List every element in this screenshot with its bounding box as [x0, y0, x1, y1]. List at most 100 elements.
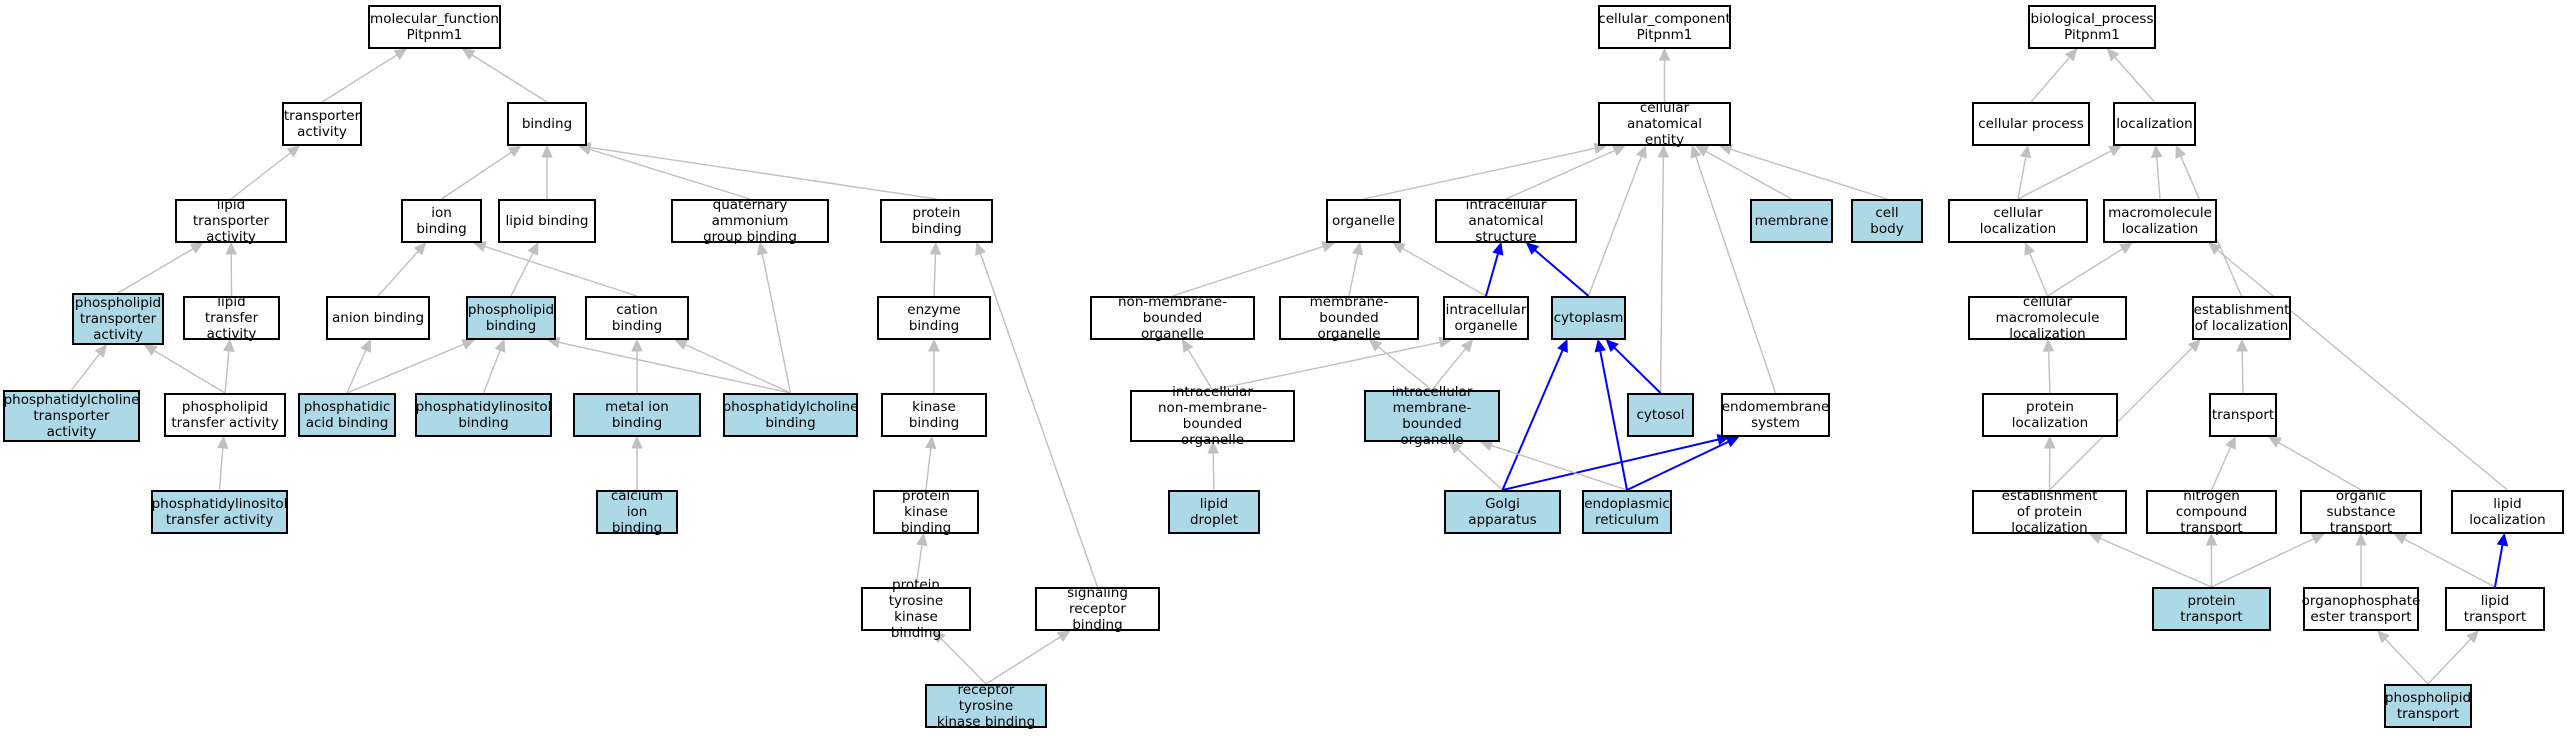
go-node-organophosphate-ester-transport[interactable]: organophosphate ester transport	[2302, 587, 2420, 631]
go-node-phosphatidylinositol-transfer-activity[interactable]: phosphatidylinositol transfer activity	[151, 490, 288, 534]
edge-pi_transfer_activity-to-phospholipid_transfer_activity	[216, 435, 229, 491]
go-node-protein-localization[interactable]: protein localization	[1982, 393, 2118, 437]
edge-cytoplasm-to-ias	[1525, 242, 1590, 297]
edge-est_protein_localization-to-establishment_localization	[2049, 339, 2201, 491]
edge-lipid_droplet-to-inmbo	[1207, 440, 1219, 491]
go-node-cellular-anatomical-entity[interactable]: cellular anatomical entity	[1598, 100, 1731, 148]
go-node-enzyme-binding[interactable]: enzyme binding	[877, 296, 991, 340]
edge-ptk_binding-to-protein_kinase_binding	[915, 532, 928, 588]
go-node-phosphatidic-acid-binding[interactable]: phosphatidic acid binding	[298, 393, 396, 437]
edge-anion_binding-to-ion_binding	[377, 242, 427, 297]
edge-cae-to-cc_root	[1658, 47, 1671, 102]
edge-cytosol-to-cae	[1657, 144, 1670, 394]
go-node-phospholipid-transporter-activity[interactable]: phospholipid transporter activity	[72, 293, 164, 345]
go-node-protein-tyrosine-kinase-binding[interactable]: protein tyrosine kinase binding	[861, 577, 971, 641]
go-node-molecular-function-root[interactable]: molecular_function Pitpnm1	[368, 5, 501, 49]
go-node-cellular-macromolecule-localization[interactable]: cellular macromolecule localization	[1968, 294, 2127, 342]
edge-golgi-to-endomembrane	[1502, 433, 1731, 491]
go-node-signaling-receptor-binding[interactable]: signaling receptor binding	[1035, 585, 1160, 633]
edge-pc_binding-to-phospholipid_binding	[546, 336, 791, 394]
edge-cytoplasm-to-cae	[1587, 144, 1647, 297]
edge-pc_binding-to-quaternary_ammonium	[756, 241, 792, 394]
go-node-lipid-transporter-activity[interactable]: lipid transporter activity	[175, 197, 287, 245]
go-node-cytoplasm[interactable]: cytoplasm	[1551, 296, 1626, 340]
go-node-lipid-transfer-activity[interactable]: lipid transfer activity	[183, 294, 280, 342]
go-node-phosphatidylcholine-transporter-activity[interactable]: phosphatidylcholine transporter activity	[3, 390, 140, 442]
edge-cytosol-to-cytoplasm	[1605, 339, 1662, 394]
go-node-golgi-apparatus[interactable]: Golgi apparatus	[1444, 490, 1561, 534]
edge-protein_transport-to-nitrogen_compound_transport	[2205, 532, 2218, 587]
go-node-receptor-tyrosine-kinase-binding[interactable]: receptor tyrosine kinase binding	[925, 682, 1047, 730]
go-node-cytosol[interactable]: cytosol	[1627, 393, 1694, 437]
go-node-organic-substance-transport[interactable]: organic substance transport	[2300, 488, 2422, 536]
go-node-cellular-component-root[interactable]: cellular_component Pitpnm1	[1598, 5, 1731, 49]
go-node-ion-binding[interactable]: ion binding	[401, 199, 482, 243]
go-node-organelle[interactable]: organelle	[1326, 199, 1401, 243]
edge-imbo-to-mbo	[1368, 339, 1433, 391]
go-node-kinase-binding[interactable]: kinase binding	[881, 393, 987, 437]
edge-organophosphate_ester_transport-to-organic_substance_transport	[2355, 532, 2367, 587]
go-node-cellular-process[interactable]: cellular process	[1972, 102, 2090, 146]
edge-est_protein_localization-to-protein_localization	[2044, 435, 2056, 491]
go-node-phosphatidylcholine-binding[interactable]: phosphatidylcholine binding	[723, 393, 858, 437]
go-node-localization[interactable]: localization	[2113, 102, 2196, 146]
go-node-cation-binding[interactable]: cation binding	[585, 296, 689, 340]
edge-golgi-to-cytoplasm	[1501, 338, 1568, 491]
go-node-phospholipid-transfer-activity[interactable]: phospholipid transfer activity	[164, 393, 286, 437]
go-node-intracellular-non-membrane-bounded-organelle[interactable]: intracellular non-membrane-bounded organ…	[1130, 384, 1295, 448]
go-node-biological-process-root[interactable]: biological_process Pitpnm1	[2028, 5, 2156, 49]
go-node-lipid-binding[interactable]: lipid binding	[498, 199, 596, 243]
edge-protein_transport-to-est_protein_localization	[2088, 533, 2212, 588]
go-node-intracellular-membrane-bounded-organelle[interactable]: intracellular membrane-bounded organelle	[1364, 384, 1500, 448]
edge-lipid_transporter_activity-to-transporter_activity	[230, 145, 301, 200]
go-node-lipid-localization[interactable]: lipid localization	[2451, 490, 2564, 534]
go-node-establishment-of-protein-localization[interactable]: establishment of protein localization	[1972, 488, 2127, 536]
edge-phosphatidic_acid_binding-to-phospholipid_binding	[346, 339, 476, 394]
edge-endomembrane-to-cae	[1690, 144, 1777, 394]
go-node-phosphatidylinositol-binding[interactable]: phosphatidylinositol binding	[415, 393, 552, 437]
go-node-nitrogen-compound-transport[interactable]: nitrogen compound transport	[2146, 488, 2277, 536]
edge-membrane-to-cae	[1695, 145, 1792, 200]
go-node-protein-binding[interactable]: protein binding	[880, 199, 993, 243]
edge-nmbo-to-organelle	[1172, 241, 1336, 297]
go-node-non-membrane-bounded-organelle[interactable]: non-membrane-bounded organelle	[1090, 294, 1255, 342]
go-node-metal-ion-binding[interactable]: metal ion binding	[573, 393, 701, 437]
go-node-intracellular-anatomical-structure[interactable]: intracellular anatomical structure	[1435, 197, 1577, 245]
edge-er-to-cytoplasm	[1594, 338, 1628, 491]
go-node-transporter-activity[interactable]: transporter activity	[282, 102, 362, 146]
go-node-protein-transport[interactable]: protein transport	[2152, 587, 2271, 631]
edge-localization-to-bp_root	[2106, 48, 2156, 103]
go-node-quaternary-ammonium-group-binding[interactable]: quaternary ammonium group binding	[671, 197, 829, 245]
go-node-binding[interactable]: binding	[507, 102, 587, 146]
edge-lipid_binding-to-binding	[541, 144, 553, 199]
edge-transporter_activity-to-mf_root	[321, 48, 408, 103]
go-node-phospholipid-transport[interactable]: phospholipid transport	[2384, 684, 2472, 728]
edge-metal_ion_binding-to-cation_binding	[631, 338, 643, 393]
go-node-intracellular-organelle[interactable]: intracellular organelle	[1443, 296, 1529, 340]
go-node-establishment-of-localization[interactable]: establishment of localization	[2192, 296, 2291, 340]
go-node-phospholipid-binding[interactable]: phospholipid binding	[466, 296, 556, 340]
go-node-protein-kinase-binding[interactable]: protein kinase binding	[873, 488, 979, 536]
go-node-membrane-bounded-organelle[interactable]: membrane-bounded organelle	[1279, 294, 1419, 342]
edge-cm_localization-to-cellular_localization	[2024, 241, 2049, 297]
go-node-membrane[interactable]: membrane	[1750, 199, 1833, 243]
edge-mbo-to-organelle	[1348, 241, 1364, 297]
go-node-endomembrane-system[interactable]: endomembrane system	[1721, 393, 1830, 437]
go-node-transport[interactable]: transport	[2209, 393, 2277, 437]
edge-signaling_receptor_binding-to-protein_binding	[975, 241, 1099, 588]
go-node-endoplasmic-reticulum[interactable]: endoplasmic reticulum	[1582, 490, 1672, 534]
go-node-cellular-localization[interactable]: cellular localization	[1948, 199, 2088, 243]
go-node-lipid-droplet[interactable]: lipid droplet	[1168, 490, 1260, 534]
go-node-lipid-transport[interactable]: lipid transport	[2445, 587, 2545, 631]
go-node-anion-binding[interactable]: anion binding	[326, 296, 430, 340]
edge-protein_localization-to-cm_localization	[2042, 338, 2055, 394]
edge-lipid_transfer_activity-to-lipid_transporter_activity	[225, 241, 237, 297]
edge-protein_binding-to-binding	[577, 141, 937, 200]
edge-imbo-to-intracellular_organelle	[1431, 339, 1474, 391]
edge-phospholipid_transfer_activity-to-phospholipid_transporter_activity	[143, 344, 226, 394]
go-node-calcium-ion-binding[interactable]: calcium ion binding	[596, 488, 678, 536]
edge-kinase_binding-to-enzyme_binding	[928, 338, 940, 393]
go-node-cell-body[interactable]: cell body	[1851, 199, 1923, 243]
go-node-macromolecule-localization[interactable]: macromolecule localization	[2103, 199, 2217, 243]
